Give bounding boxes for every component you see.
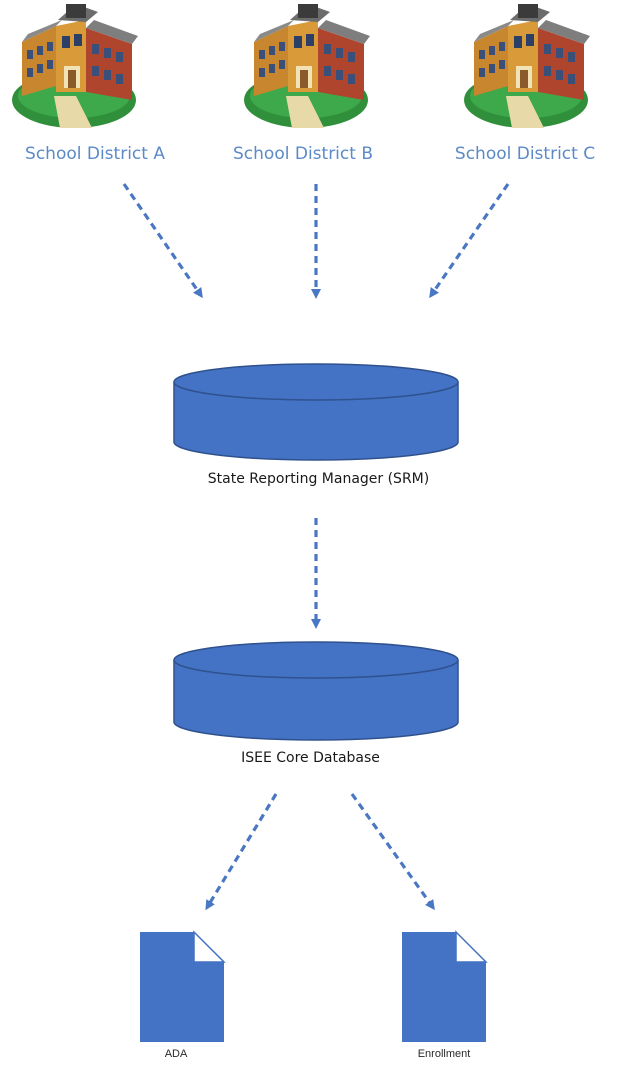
ada-document-label: ADA [164, 1048, 188, 1060]
district-b-label: School District B [233, 144, 373, 164]
document-page-icon [140, 930, 226, 1042]
school-building-icon [12, 4, 138, 128]
arrow-isee-to-ada [205, 793, 278, 911]
school-building-icon [244, 4, 370, 128]
arrow-district-a-to-srm [122, 183, 203, 299]
district-a-label: School District A [25, 144, 165, 164]
database-cylinder-icon [173, 363, 459, 461]
arrow-isee-to-enrollment [350, 793, 435, 911]
database-cylinder-icon [173, 641, 459, 741]
document-page-icon [402, 930, 488, 1042]
isee-label: ISEE Core Database [241, 750, 380, 766]
school-building-icon [464, 4, 590, 128]
arrow-district-c-to-srm [429, 183, 510, 299]
srm-label: State Reporting Manager (SRM) [207, 471, 430, 487]
enrollment-document-label: Enrollment [417, 1048, 471, 1060]
district-c-label: School District C [454, 144, 596, 164]
